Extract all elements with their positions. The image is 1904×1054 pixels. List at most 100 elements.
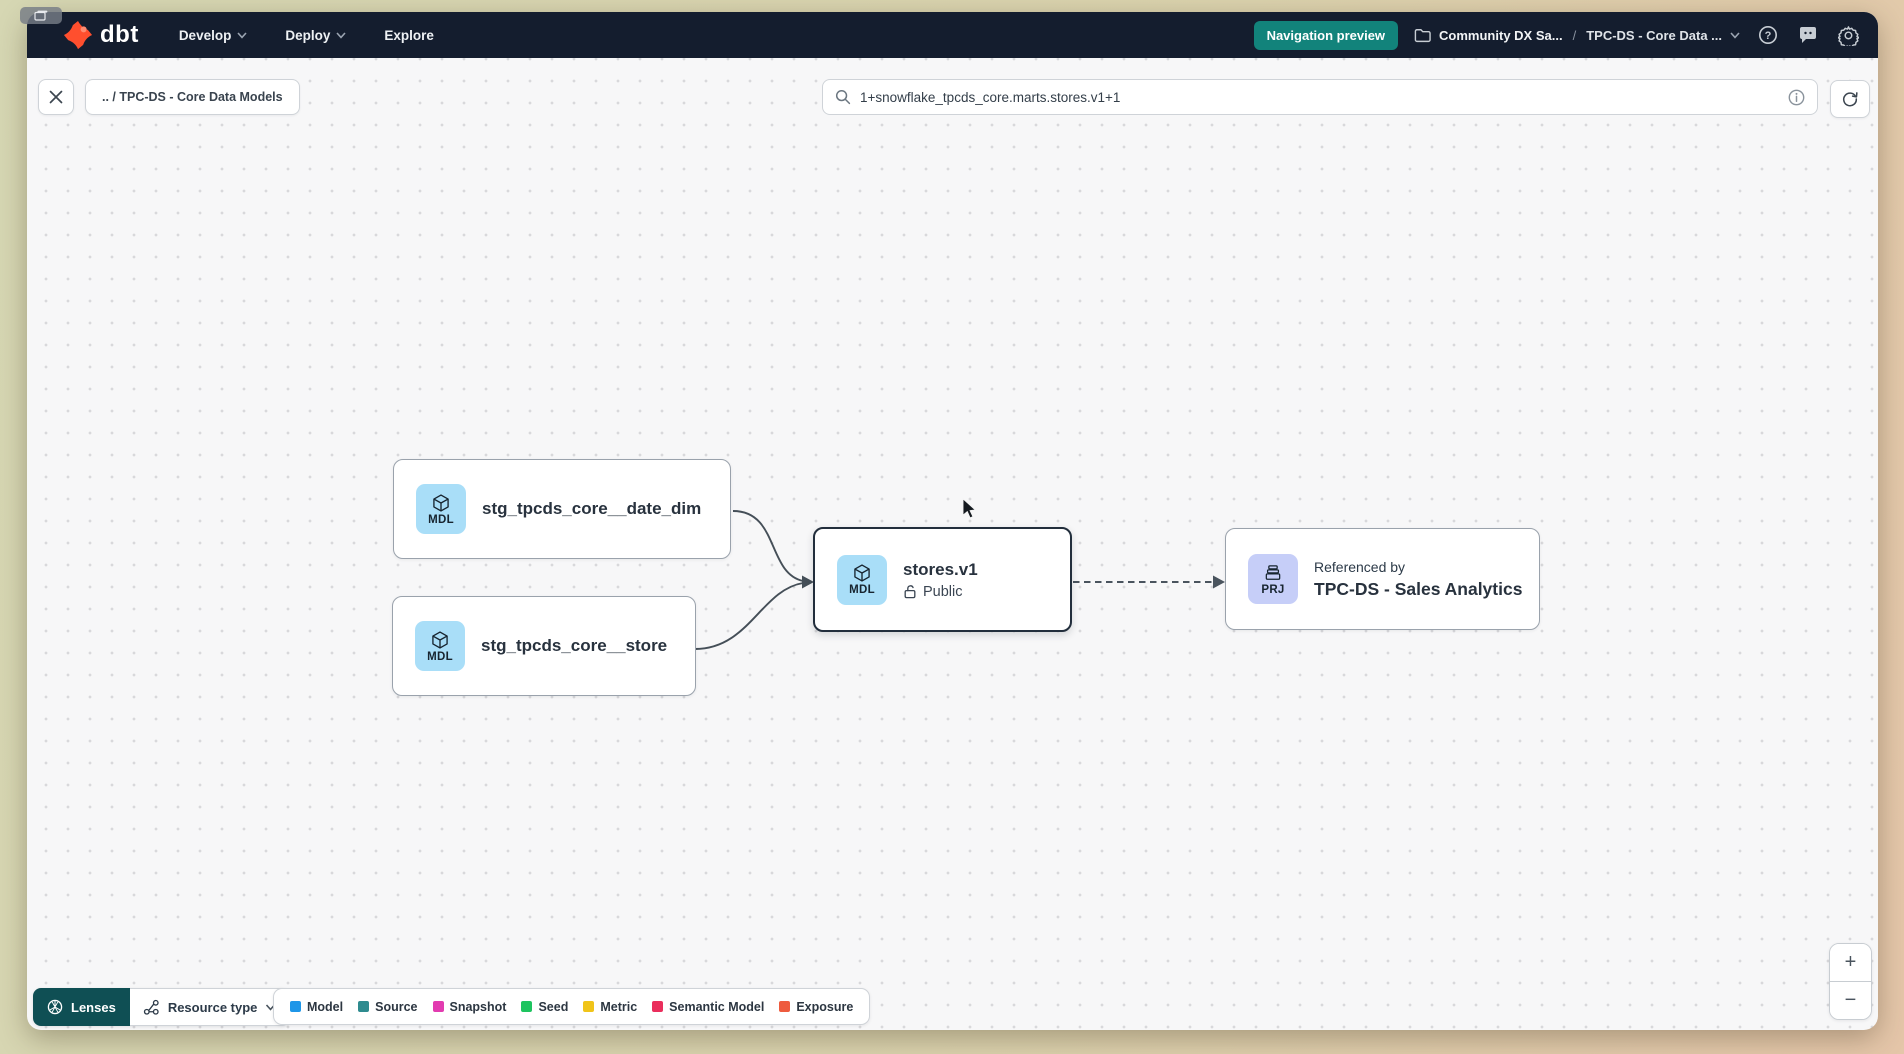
- top-navbar: dbt Develop Deploy Explore Navigation pr…: [27, 12, 1878, 58]
- screen-capture-overlay-pill: [20, 7, 62, 24]
- info-icon[interactable]: [1788, 89, 1805, 106]
- legend-label: Metric: [600, 999, 638, 1014]
- node-title: TPC-DS - Sales Analytics: [1314, 578, 1523, 599]
- zoom-in-button[interactable]: +: [1830, 944, 1871, 982]
- nav-right-cluster: Navigation preview Community DX Sa... / …: [1253, 12, 1860, 58]
- legend-swatch: [358, 1001, 370, 1012]
- node-stores-v1-selected[interactable]: MDL stores.v1 Public: [813, 527, 1072, 632]
- legend-item-semantic-model: Semantic Model: [652, 1000, 764, 1014]
- legend-label: Snapshot: [449, 999, 507, 1014]
- edge-store-to-stores: [694, 582, 804, 650]
- feedback-chat-icon[interactable]: [1796, 23, 1820, 47]
- node-referenced-by-project[interactable]: PRJ Referenced by TPC-DS - Sales Analyti…: [1225, 528, 1540, 630]
- nav-item-explore-label: Explore: [384, 27, 434, 43]
- stack-drawers-icon: [1265, 564, 1281, 580]
- node-stg-tpcds-core-date-dim[interactable]: MDL stg_tpcds_core__date_dim: [393, 459, 731, 559]
- lineage-breadcrumb-pill[interactable]: .. / TPC-DS - Core Data Models: [85, 79, 300, 115]
- nav-item-develop[interactable]: Develop: [179, 28, 248, 43]
- legend-item-exposure: Exposure: [779, 1000, 853, 1014]
- window-capture-icon: [34, 10, 48, 21]
- chevron-down-icon: [336, 31, 346, 39]
- cube-icon: [432, 630, 448, 649]
- nav-item-deploy[interactable]: Deploy: [285, 28, 346, 43]
- nav-item-deploy-label: Deploy: [285, 27, 331, 43]
- lenses-button[interactable]: Lenses: [33, 988, 130, 1026]
- node-access: Public: [903, 584, 978, 600]
- resource-type-dropdown[interactable]: Resource type: [129, 988, 291, 1026]
- close-icon: [49, 90, 63, 104]
- refresh-icon: [1842, 92, 1858, 107]
- legend-item-metric: Metric: [583, 1000, 637, 1014]
- legend-item-snapshot: Snapshot: [432, 999, 507, 1014]
- chevron-down-icon: [1730, 31, 1740, 39]
- legend-swatch: [432, 1001, 444, 1012]
- dbt-logo[interactable]: dbt: [63, 20, 139, 50]
- legend-item-model: Model: [290, 1000, 343, 1014]
- node-title: stores.v1: [903, 559, 978, 579]
- legend-label: Exposure: [796, 999, 854, 1014]
- resource-badge: MDL: [849, 584, 875, 596]
- legend-swatch: [521, 1001, 533, 1012]
- selector-input[interactable]: [860, 89, 1779, 105]
- breadcrumb-project: TPC-DS - Core Data ...: [1586, 27, 1722, 43]
- legend-label: Seed: [538, 999, 569, 1014]
- resource-type-legend: Model Source Snapshot Seed Metric Semant…: [273, 988, 871, 1025]
- svg-text:?: ?: [1765, 30, 1772, 42]
- model-icon: MDL: [415, 621, 465, 671]
- settings-gear-icon[interactable]: [1836, 23, 1860, 47]
- resource-badge: MDL: [428, 513, 454, 526]
- resource-graph-icon: [143, 999, 159, 1015]
- lineage-breadcrumb-label: .. / TPC-DS - Core Data Models: [102, 90, 283, 104]
- cube-icon: [854, 564, 870, 582]
- legend-swatch: [652, 1001, 664, 1012]
- lens-aperture-icon: [47, 999, 63, 1015]
- nav-item-explore[interactable]: Explore: [384, 28, 434, 43]
- footer-controls: Lenses Resource type: [33, 988, 291, 1026]
- legend-swatch: [583, 1001, 595, 1012]
- dbt-logo-text: dbt: [100, 21, 139, 48]
- node-kicker: Referenced by: [1314, 558, 1406, 575]
- folder-icon: [1414, 28, 1431, 42]
- close-lineage-button[interactable]: [38, 79, 74, 115]
- project-icon: PRJ: [1248, 554, 1298, 604]
- help-icon[interactable]: ?: [1756, 23, 1780, 47]
- legend-label: Model: [307, 999, 344, 1014]
- legend-label: Source: [375, 999, 418, 1014]
- node-text: Referenced by TPC-DS - Sales Analytics: [1314, 559, 1522, 600]
- lenses-label: Lenses: [71, 999, 116, 1015]
- legend-swatch: [290, 1001, 301, 1012]
- model-icon: MDL: [837, 554, 887, 605]
- zoom-out-button[interactable]: −: [1830, 982, 1871, 1019]
- breadcrumb-separator: /: [1572, 27, 1577, 43]
- resource-badge: PRJ: [1261, 583, 1285, 596]
- lineage-edges: [694, 510, 1225, 650]
- project-breadcrumb[interactable]: Community DX Sa... / TPC-DS - Core Data …: [1414, 28, 1740, 43]
- dbt-app-window: dbt Develop Deploy Explore Navigation pr…: [27, 12, 1878, 1030]
- chevron-down-icon: [237, 31, 247, 39]
- legend-swatch: [779, 1001, 791, 1012]
- navigation-preview-badge[interactable]: Navigation preview: [1253, 20, 1399, 50]
- resource-badge: MDL: [427, 650, 453, 663]
- legend-item-seed: Seed: [521, 1000, 568, 1014]
- nav-menu: Develop Deploy Explore: [179, 28, 434, 43]
- breadcrumb-account: Community DX Sa...: [1439, 27, 1563, 43]
- lineage-selector-searchbar: [822, 79, 1818, 115]
- node-title: stg_tpcds_core__date_dim: [482, 499, 702, 518]
- legend-item-source: Source: [358, 999, 418, 1014]
- unlock-icon: [904, 585, 916, 599]
- node-title: stg_tpcds_core__store: [481, 636, 668, 655]
- arrowhead-into-project: [1213, 575, 1225, 589]
- nav-item-develop-label: Develop: [178, 27, 232, 43]
- legend-label: Semantic Model: [669, 999, 765, 1014]
- edge-date-dim-to-stores: [732, 510, 804, 582]
- cube-icon: [433, 493, 449, 512]
- zoom-controls: + −: [1829, 943, 1872, 1020]
- access-label: Public: [923, 583, 963, 600]
- node-stg-tpcds-core-store[interactable]: MDL stg_tpcds_core__store: [392, 596, 696, 696]
- refresh-graph-button[interactable]: [1830, 80, 1870, 118]
- model-icon: MDL: [416, 484, 466, 534]
- node-text: stores.v1 Public: [903, 560, 978, 600]
- search-icon: [835, 89, 851, 105]
- dbt-logo-icon: [63, 20, 93, 50]
